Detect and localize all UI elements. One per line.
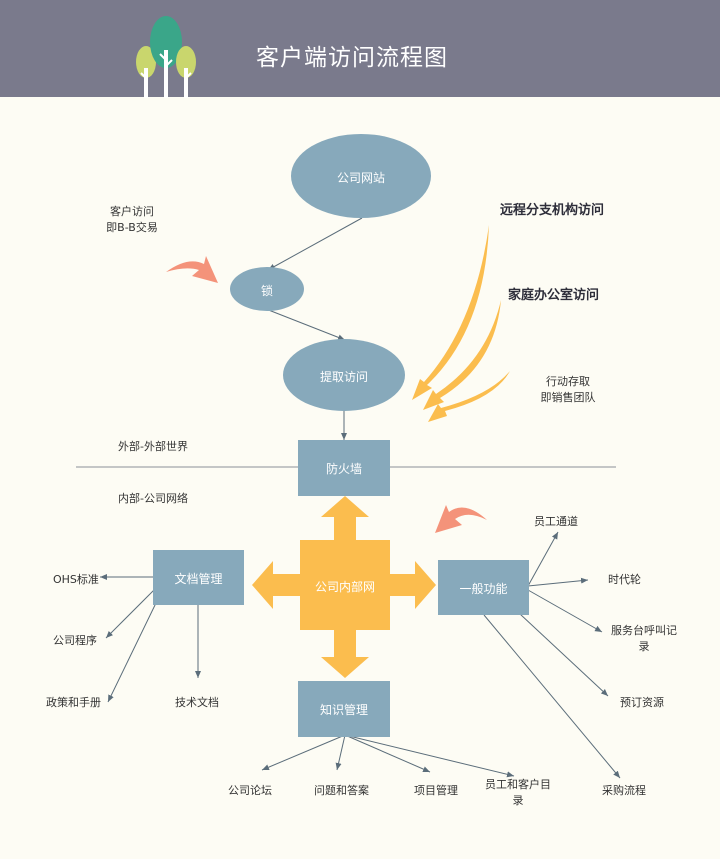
node-website-label: 公司网站: [336, 171, 385, 185]
node-knowledge-label: 知识管理: [319, 703, 368, 717]
remote-branch-label: 远程分支机构访问: [500, 203, 605, 218]
general-child-wheel: 时代轮: [608, 573, 641, 586]
yellow-arrow-icon: [423, 300, 501, 410]
docs-child-ohs: OHS标准: [53, 573, 99, 586]
general-child-booking: 预订资源: [620, 696, 664, 709]
general-child-purchase: 采购流程: [602, 784, 646, 797]
node-general: [438, 560, 529, 615]
yellow-arrow-icon: [412, 225, 489, 400]
knowledge-child-project: 项目管理: [414, 784, 458, 797]
node-intranet-label: 公司内部网: [314, 580, 375, 594]
node-knowledge: [298, 681, 390, 737]
customer-access-label: 客户访问 即B-B交易: [106, 205, 158, 234]
node-general-label: 一般功能: [459, 582, 508, 596]
node-docs-label: 文档管理: [174, 572, 223, 586]
external-world-label: 外部-外部世界: [118, 440, 188, 453]
general-child-staff: 员工通道: [534, 515, 578, 528]
yellow-arrow-icon: [428, 371, 510, 422]
docs-child-tech: 技术文档: [175, 696, 219, 709]
page-title: 客户端访问流程图: [256, 45, 448, 71]
intranet-cross: [252, 496, 436, 678]
node-firewall: [298, 440, 390, 496]
header-bar: 客户端访问流程图: [0, 0, 720, 98]
node-extract: [283, 339, 405, 411]
tree-logo-icon: [136, 16, 196, 98]
node-extract-label: 提取访问: [319, 370, 368, 384]
node-lock-label: 锁: [260, 284, 273, 298]
node-website: [291, 134, 431, 218]
general-child-helpdesk: 服务台呼叫记 录: [611, 624, 677, 653]
node-docs: [153, 550, 244, 605]
docs-child-policies: 政策和手册: [46, 696, 101, 709]
salmon-arrow-icon: [435, 505, 487, 533]
knowledge-child-forum: 公司论坛: [228, 784, 272, 797]
internal-network-label: 内部-公司网络: [118, 492, 188, 505]
node-firewall-label: 防火墙: [325, 462, 362, 476]
node-lock: [230, 267, 304, 311]
docs-child-procedures: 公司程序: [53, 634, 97, 647]
knowledge-child-qa: 问题和答案: [314, 784, 369, 797]
knowledge-child-directory: 员工和客户目 录: [485, 778, 551, 807]
home-office-label: 家庭办公室访问: [508, 288, 600, 303]
salmon-arrow-icon: [166, 256, 218, 283]
mobile-access-label: 行动存取 即销售团队: [540, 375, 596, 404]
